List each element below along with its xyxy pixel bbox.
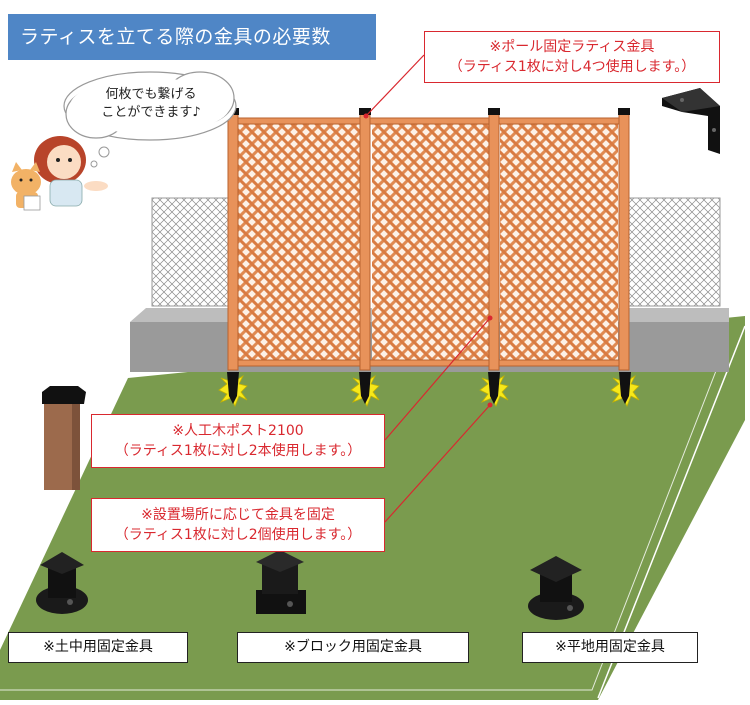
fixing-callout-line2: （ラティス1枚に対し2個使用します。） xyxy=(114,527,362,543)
flat-bracket-label: ※平地用固定金具 xyxy=(522,632,698,663)
callout-leaders xyxy=(365,54,491,523)
lattice-panel xyxy=(500,123,618,363)
pole-bracket-callout-line2: （ラティス1枚に対し4つ使用します。） xyxy=(448,59,696,75)
pole-bracket-callout: ※ポール固定ラティス金具 （ラティス1枚に対し4つ使用します。） xyxy=(424,31,720,83)
page-title: ラティスを立てる際の金具の必要数 xyxy=(8,14,376,60)
corner-bracket-icon xyxy=(662,88,720,154)
speech-line-2: ことができます♪ xyxy=(101,105,201,120)
post-callout: ※人工木ポスト2100 （ラティス1枚に対し2本使用します。） xyxy=(91,414,385,468)
mesh-fence-left xyxy=(151,197,231,307)
woman-character-icon xyxy=(34,136,108,207)
cat-character-icon xyxy=(11,162,41,211)
post-callout-line1: ※人工木ポスト2100 xyxy=(172,423,304,439)
speech-bubble-icon xyxy=(63,71,237,168)
post-callout-line2: （ラティス1枚に対し2本使用します。） xyxy=(114,443,362,459)
lattice-panel xyxy=(238,123,360,363)
flat-bracket-icon xyxy=(528,556,584,620)
fixing-callout: ※設置場所に応じて金具を固定 （ラティス1枚に対し2個使用します。） xyxy=(91,498,385,552)
pole-bracket-callout-line1: ※ポール固定ラティス金具 xyxy=(489,39,655,55)
block-bracket-label: ※ブロック用固定金具 xyxy=(237,632,469,663)
post-base-brackets xyxy=(218,372,640,407)
soil-bracket-label: ※土中用固定金具 xyxy=(8,632,188,663)
lattice-panel xyxy=(372,123,490,363)
mesh-fence-right xyxy=(627,197,721,307)
speech-bubble-text: 何枚でも繋げる ことができます♪ xyxy=(76,86,226,122)
speech-line-1: 何枚でも繋げる xyxy=(105,87,197,102)
block-bracket-icon xyxy=(256,550,306,614)
soil-bracket-icon xyxy=(36,552,88,614)
wood-post-sample xyxy=(42,386,86,490)
fixing-callout-line1: ※設置場所に応じて金具を固定 xyxy=(141,507,335,523)
